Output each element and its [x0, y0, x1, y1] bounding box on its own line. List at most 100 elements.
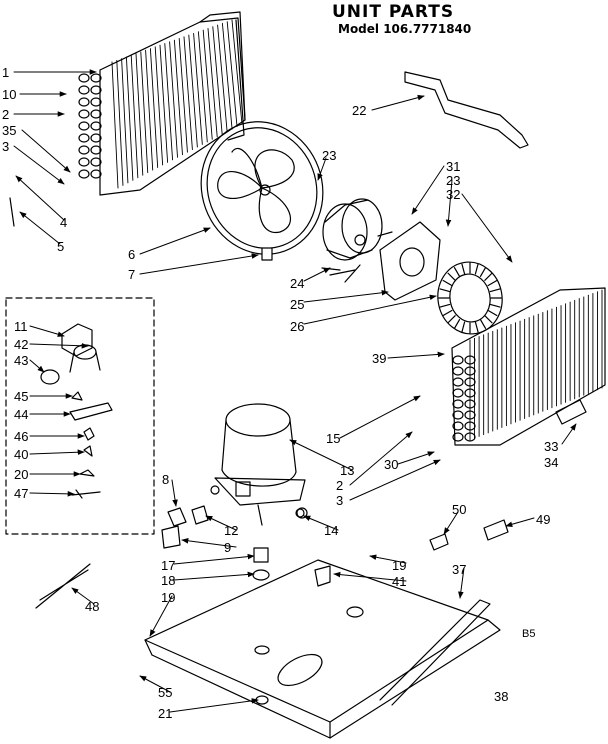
label-30: 30 [384, 457, 399, 472]
leader-line [445, 179, 453, 227]
label-14: 14 [324, 523, 339, 538]
blower-blade [453, 319, 461, 329]
leader-line [461, 193, 513, 263]
label-50: 50 [452, 502, 467, 517]
label-23-b: 23 [446, 173, 461, 188]
label-18: 18 [161, 573, 176, 588]
fan-motor [321, 198, 393, 283]
leader-line [317, 157, 327, 181]
leader-line [303, 267, 331, 282]
evaporator-coil [451, 287, 606, 446]
coil-tube-bend [464, 410, 476, 420]
label-5: 5 [57, 239, 65, 254]
coil-fin [145, 49, 154, 171]
blower-blade [479, 267, 487, 277]
leader-line [19, 211, 61, 245]
coil-tube-bend [452, 432, 464, 442]
label-49: 49 [536, 512, 551, 527]
leader-line [333, 571, 407, 582]
blower-blade [474, 263, 479, 275]
leader-line [205, 515, 237, 531]
leader-line [303, 289, 389, 303]
label-1: 1 [2, 65, 10, 80]
coil-tube-bend [78, 133, 90, 143]
coil-tube-bend [90, 97, 102, 107]
leader-line [289, 439, 353, 471]
leader-line [561, 423, 577, 445]
blower-blade [479, 319, 487, 329]
coil-fin [159, 44, 169, 163]
leader-line [21, 129, 71, 173]
label-2: 2 [2, 107, 10, 122]
blower-blade [487, 309, 498, 317]
small-parts [40, 323, 113, 499]
leader-line [181, 538, 237, 548]
leader-line [139, 675, 171, 693]
leader-line [349, 431, 413, 486]
label-39: 39 [372, 351, 387, 366]
label-8: 8 [162, 472, 170, 487]
coil-fin [207, 27, 218, 138]
label-33: 33 [544, 439, 559, 454]
leader-lines [13, 69, 577, 713]
coil-tube-bend [90, 121, 102, 131]
coil-fin [202, 29, 213, 140]
coil-tube-bend [464, 421, 476, 431]
base-pan [144, 559, 501, 739]
mounting-bracket [404, 71, 529, 149]
label-25: 25 [290, 297, 305, 312]
coil-tube-bend [464, 388, 476, 398]
coil-tube-bend [464, 377, 476, 387]
coil-fin [173, 39, 183, 156]
coil-tube-bend [452, 421, 464, 431]
label-48: 48 [85, 599, 100, 614]
leader-line [303, 515, 339, 531]
label-20: 20 [14, 467, 29, 482]
blower-blade [489, 303, 501, 308]
coil-fin [154, 46, 164, 166]
coil-tube-bend [78, 169, 90, 179]
coil-fin [149, 48, 159, 168]
label-6: 6 [128, 247, 136, 262]
coil-tube-bend [90, 85, 102, 95]
label-41: 41 [392, 574, 407, 589]
label-46: 46 [14, 429, 29, 444]
label-12: 12 [224, 523, 239, 538]
coil-tube-bend [90, 145, 102, 155]
coil-fin [217, 24, 228, 133]
coil-fin [197, 31, 208, 143]
coil-tube-bend [464, 432, 476, 442]
coil-fin [121, 58, 129, 184]
blower-wheel [437, 261, 503, 335]
coil-fin [125, 56, 134, 181]
blower-blade [487, 279, 498, 287]
label-43: 43 [14, 353, 29, 368]
condenser-coil [78, 11, 246, 196]
label-26: 26 [290, 319, 305, 334]
coil-tube-bend [452, 355, 464, 365]
blower-blade [439, 303, 451, 308]
leader-line [505, 517, 535, 527]
label-32: 32 [446, 187, 461, 202]
leader-line [349, 459, 441, 501]
coil-tube-bend [452, 377, 464, 387]
coil-tube-bend [464, 366, 476, 376]
isolator [252, 547, 270, 581]
compressor [210, 403, 306, 526]
leader-line [173, 571, 255, 581]
blower-blade [474, 321, 479, 333]
label-17: 17 [161, 558, 176, 573]
coil-fin [111, 61, 119, 189]
blower-blade [484, 315, 493, 324]
label-31: 31 [446, 159, 461, 174]
leader-line [371, 94, 425, 111]
leader-line [139, 227, 211, 255]
foam-block [555, 399, 587, 425]
blower-blade [484, 272, 493, 281]
blower-blade [489, 288, 501, 293]
coil-fin [116, 59, 124, 186]
coil-fin [140, 51, 149, 174]
blower-blade [447, 272, 456, 281]
motor-mount [379, 221, 441, 301]
